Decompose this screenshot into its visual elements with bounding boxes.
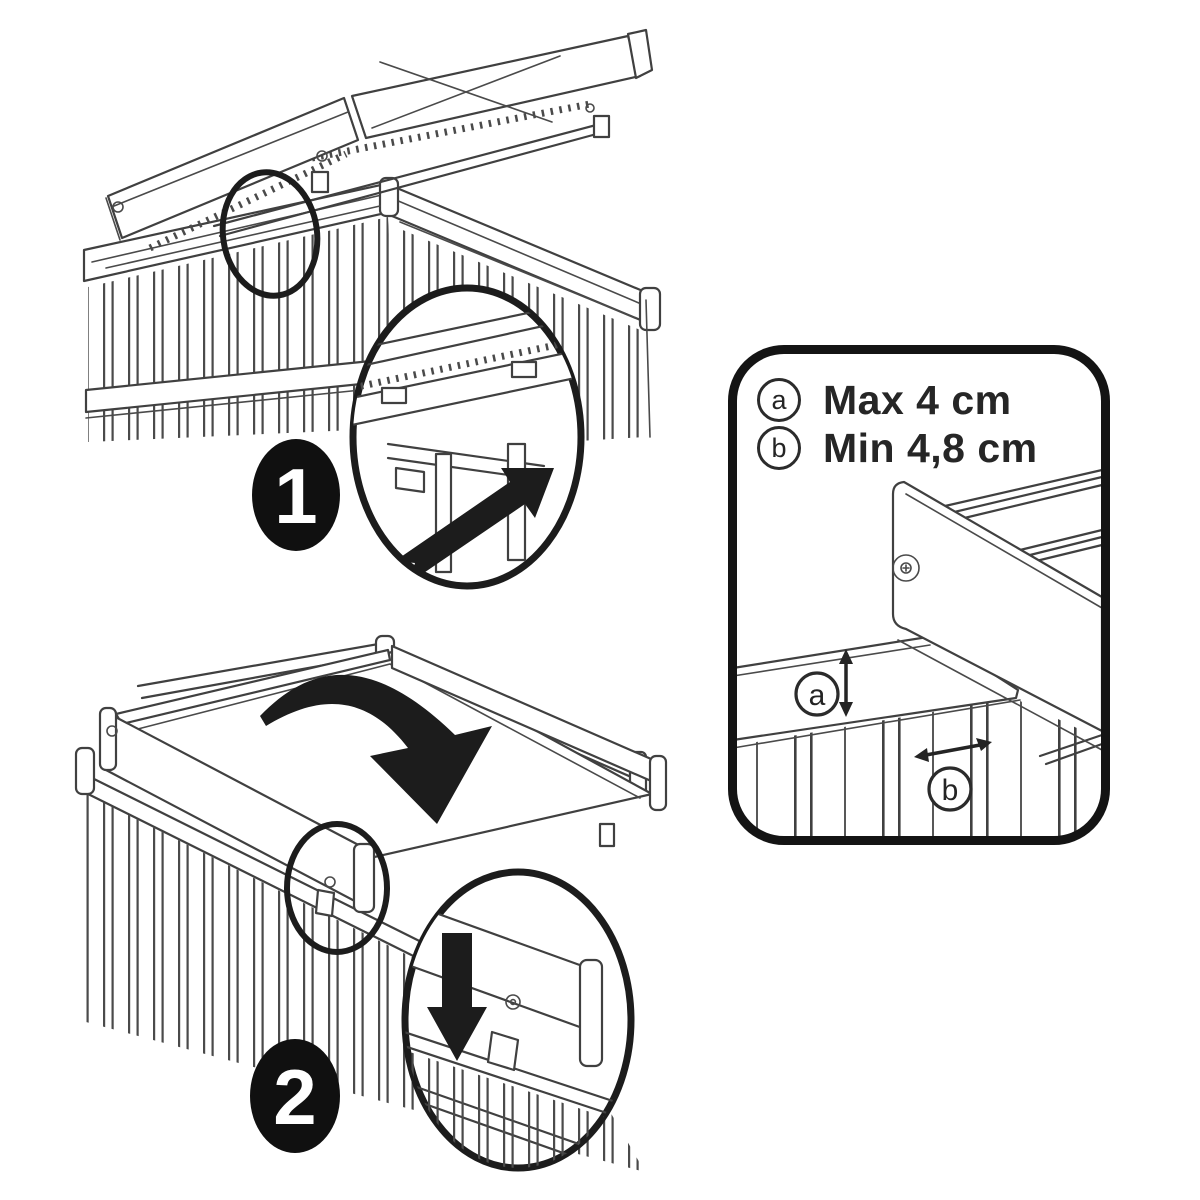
table-far-board-endcap [626,28,654,80]
mat-inset-lines [133,663,641,799]
detail-endcap [578,958,604,1068]
screw-icon [112,201,124,213]
arrow-down-icon [427,933,487,1061]
legend-row-a: a Max 4 cm [757,376,1012,423]
table-hook-near [314,888,336,918]
detail-hook [394,466,426,494]
dimension-b-circle [927,766,973,812]
screw-icon [585,103,595,113]
arrow-rotate-down-icon [260,674,492,824]
detail-slats [434,442,527,574]
dimension-a-circle [794,671,840,717]
step-1-illustration: 1 [82,28,662,590]
knob-screw-icon [892,554,920,582]
crib-end-post [638,286,662,332]
detail-hook [486,1030,520,1072]
detail-tabs [380,360,538,405]
step-2-illustration: 2 [74,634,668,1172]
screw-icon [505,994,521,1010]
magnifier-step2 [401,868,635,1172]
step-1-number: 1 [274,452,317,540]
step-1-badge: 1 [252,439,340,551]
crib-corner-post [378,176,400,218]
screw-icon [316,150,328,162]
highlight-ellipse-step2 [284,821,390,955]
table-hook-near [310,170,330,194]
arrow-left-icon [914,748,929,762]
arrow-down-icon [839,702,853,717]
table-far-endcap [648,754,668,812]
screw-icon [324,876,336,888]
legend-row-b: b Min 4,8 cm [757,424,1038,471]
step-2-badge: 2 [250,1039,340,1153]
crib-left-post [74,746,96,796]
legend-b-label: Min 4,8 cm [823,424,1038,471]
legend-a-label: Max 4 cm [823,376,1012,423]
table-cross-brace [371,55,561,129]
dimension-a: a [794,649,853,717]
detail-rails [405,1030,631,1168]
dimension-info-box: a Max 4 cm b Min 4,8 cm [728,345,1110,845]
dimension-a-letter: a [809,679,826,712]
arrow-up-right-icon [395,468,554,583]
crib-inner-lines [105,205,651,438]
magnifier-step1-detail [353,300,581,583]
table-front-rail-lines [212,122,606,238]
arrow-right-icon [976,738,992,751]
changing-table-tilted [105,28,654,252]
table-hook-far [598,822,616,848]
table-near-endcap-right [352,842,376,914]
detail-board [891,480,1104,733]
table-near-endcap-left [98,706,118,772]
table-ratchet-teeth-2 [148,150,348,252]
dimension-b-letter: b [942,774,959,807]
magnifier-step1 [349,284,585,590]
dimension-b: b [914,738,992,812]
highlight-ellipse-step1 [219,169,321,299]
arrow-up-icon [839,649,853,664]
table-ratchet-teeth [311,100,591,162]
step-2-number: 2 [273,1053,316,1141]
dimension-detail-drawing: a b [731,468,1104,836]
legend-a-circle: a [757,378,801,422]
screw-icon [106,725,118,737]
legend-b-circle: b [757,426,801,470]
table-hook-far [592,114,611,139]
detail-side-rails [943,468,1104,766]
